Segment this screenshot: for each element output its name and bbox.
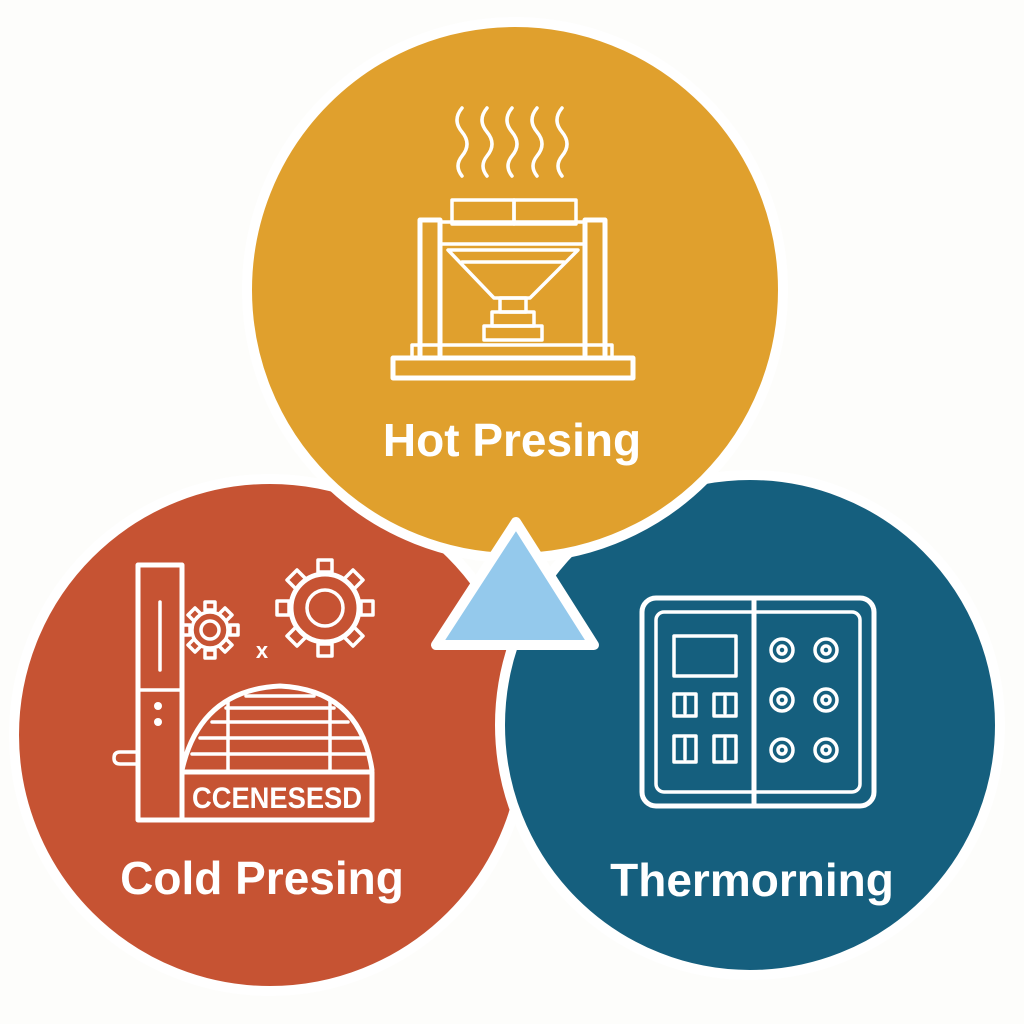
hot-pressing-circle: [242, 17, 788, 563]
hot-pressing-node: [242, 17, 788, 563]
multiply-mark: x: [256, 638, 269, 663]
thermorning-node: [495, 470, 1005, 980]
large-gear-icon: [275, 558, 375, 658]
dome-structure: [179, 683, 375, 773]
control-panel-icon: [639, 595, 877, 809]
thermorning-label: Thermorning: [610, 854, 894, 906]
dials: [769, 637, 839, 763]
heated-press-icon: [390, 106, 636, 381]
thermorning-circle: [495, 470, 1005, 980]
cold-pressing-label: Cold Presing: [120, 852, 404, 904]
hot-pressing-label: Hot Presing: [383, 414, 641, 466]
cold-pressing-circle: [9, 474, 531, 996]
cold-press-machine-icon: x: [112, 558, 375, 823]
triangle-icon: [431, 517, 599, 650]
machine-stamp-text: CCENESESD: [192, 782, 362, 815]
steam-lines: [455, 106, 569, 178]
small-gear-icon: [180, 600, 240, 660]
cold-pressing-node: [9, 474, 531, 996]
